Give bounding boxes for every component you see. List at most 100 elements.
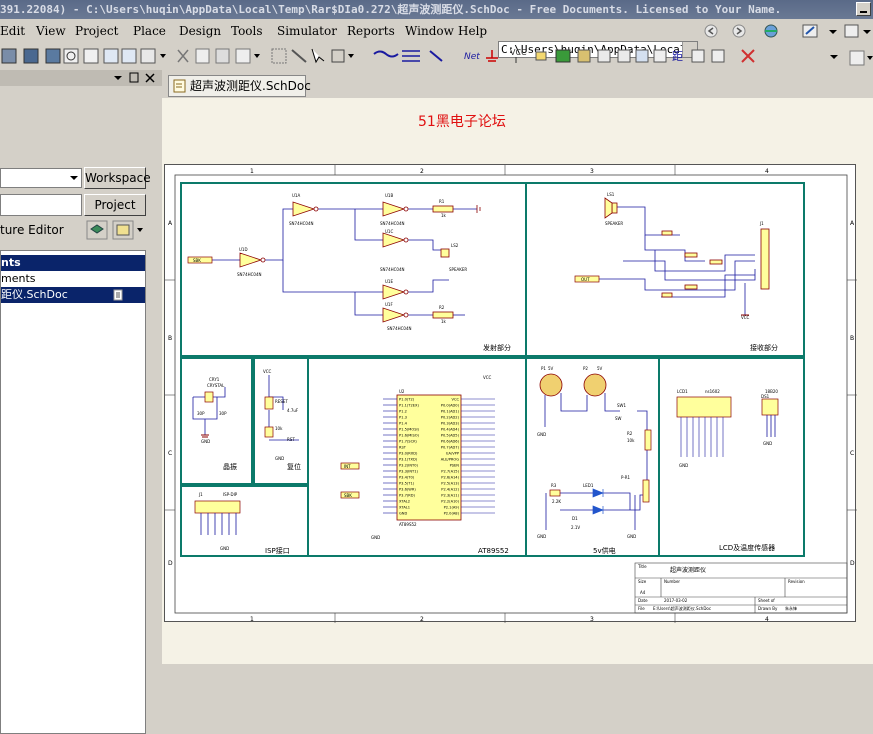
panel-tool-icons[interactable] (86, 220, 146, 240)
part-label: P2 (583, 366, 588, 371)
mcu-pin-label: RST (399, 446, 407, 450)
lcd-block (658, 357, 805, 557)
power-label: GND (537, 432, 546, 437)
part-value: 5V (597, 366, 603, 371)
workspace-combo[interactable] (0, 168, 82, 188)
lcd-module (676, 396, 732, 418)
mcu-pin-label: P2.6(A14) (441, 476, 459, 480)
net-label-sbk: SBK (344, 493, 352, 498)
block-label-power: 5v供电 (593, 546, 616, 555)
tab-schdoc[interactable]: 超声波测距仪.SchDoc (168, 75, 311, 97)
crystal-block (180, 357, 253, 485)
mcu-pin-label: P2.4(A12) (441, 488, 459, 492)
mcu-pin-label: P3.7(RD) (399, 494, 416, 498)
part-value: SN74HC04N (380, 267, 405, 272)
row-letter: B (168, 335, 172, 342)
minimize-button[interactable] (856, 2, 871, 16)
mcu-pin-label: P1.3 (399, 416, 407, 420)
mcu-pins: P1.0(T2)P1.1(T2EX)P1.2P1.3P1.4P1.5(MOSI)… (383, 398, 495, 516)
power-label: GND (201, 439, 210, 444)
tree-item-schdoc[interactable]: 距仪.SchDoc (1, 287, 145, 303)
power-label: GND (220, 546, 229, 551)
menu-view[interactable]: View (36, 24, 66, 38)
part-label: LS1 (607, 192, 615, 197)
projects-panel: Workspace Project ture Editor nts ments … (0, 70, 162, 734)
part-label: U1D (239, 247, 248, 252)
menu-simulator[interactable]: Simulator (277, 24, 337, 38)
close-icon (145, 73, 155, 83)
mcu-pin-label: P1.6(MISO) (399, 434, 420, 438)
menu-help[interactable]: Help (458, 24, 488, 38)
menu-design[interactable]: Design (179, 24, 222, 38)
part-value: ns1602 (705, 389, 720, 394)
sheet-label: Sheet of (758, 598, 775, 603)
block-label-mcu: AT89S52 (478, 547, 509, 555)
power-label: VCC (483, 375, 492, 380)
project-button[interactable]: Project (84, 194, 146, 216)
tab-label: 超声波测距仪.SchDoc (190, 79, 311, 93)
part-label: R1 (439, 199, 445, 204)
part-value: 1k (441, 319, 447, 324)
nav-toolbar (704, 24, 871, 38)
combo-arrow[interactable] (826, 48, 873, 68)
mcu-pin-label: P3.1(TXD) (399, 458, 418, 462)
mcu-pin-label: VCC (452, 398, 460, 402)
part-value: SPEAKER (449, 267, 467, 272)
workspace-button[interactable]: Workspace (84, 167, 151, 189)
part-label: U1B (385, 193, 393, 198)
power-label: GND (371, 535, 380, 540)
mcu-pin-label: P3.3(INT1) (399, 470, 419, 474)
menu-reports[interactable]: Reports (347, 24, 395, 38)
tree-item-label: 距仪.SchDoc (1, 288, 68, 301)
mcu-pin-label: XTAL2 (399, 500, 410, 504)
power-label: GND (763, 441, 772, 446)
date-label: Date (638, 598, 648, 603)
date-value: 2017-03-02 (664, 598, 688, 603)
part-label: P-R1 (621, 475, 631, 480)
file-value: E:\Users\超声波测距仪.SchDoc (653, 605, 711, 611)
part-value: 5V (548, 366, 554, 371)
mcu-pin-label: P0.3(AD3) (441, 422, 460, 426)
part-label: R2 (439, 305, 445, 310)
part-label: D1 (572, 516, 578, 521)
net-label-rst: RST (287, 437, 295, 442)
receive-block (525, 182, 805, 357)
mcu-pin-label: P2.1(A9) (444, 506, 460, 510)
block-label-isp: ISP接口 (265, 546, 290, 555)
structure-editor-label[interactable]: ture Editor (0, 223, 64, 237)
mcu-pin-label: P1.7(SCK) (399, 440, 417, 444)
mcu-pin-label: P0.7(AD7) (441, 446, 460, 450)
part-value: SPEAKER (605, 221, 623, 226)
menu-place[interactable]: Place (133, 24, 166, 38)
schematic-doc-icon (173, 79, 186, 93)
part-label: DS1 (761, 394, 770, 399)
part-value: 1k (441, 213, 447, 218)
window-title: 391.22084) - C:\Users\huqin\AppData\Loca… (0, 3, 782, 16)
schematic-sheet[interactable]: 1 2 3 4 1 2 3 4 A B C D A B C D 发射部分 接收部… (164, 164, 857, 623)
size-value: A4 (640, 590, 646, 595)
project-field[interactable] (0, 194, 82, 216)
col-number: 2 (420, 616, 424, 623)
part-value: CRYSTAL (207, 383, 225, 388)
mcu-pin-label: P0.2(AD2) (441, 416, 460, 420)
menu-tools[interactable]: Tools (231, 24, 263, 38)
tree-header[interactable]: nts (1, 255, 145, 271)
menu-project[interactable]: Project (75, 24, 119, 38)
net-label-out: OUT (581, 277, 590, 282)
document-icon (113, 289, 123, 301)
tree-item-documents[interactable]: ments (1, 272, 36, 285)
part-value: SW (615, 416, 622, 421)
part-value: 30P (197, 411, 205, 416)
menu-window[interactable]: Window (405, 24, 454, 38)
watermark-text: 51黑电子论坛 (418, 114, 506, 130)
mcu-pin-label: P3.0(RXD) (399, 452, 418, 456)
menu-edit[interactable]: Edit (0, 24, 26, 38)
mcu-pin-label: P3.4(T0) (399, 476, 415, 480)
mcu-pin-label: P1.2 (399, 410, 407, 414)
col-number: 1 (250, 616, 254, 623)
block-label-crystal: 晶振 (223, 462, 237, 471)
part-label: CRY1 (209, 377, 220, 382)
col-number: 2 (420, 168, 424, 175)
part-value: 2.1V (571, 525, 580, 530)
mcu-pin-label: P2.7(A15) (441, 470, 459, 474)
